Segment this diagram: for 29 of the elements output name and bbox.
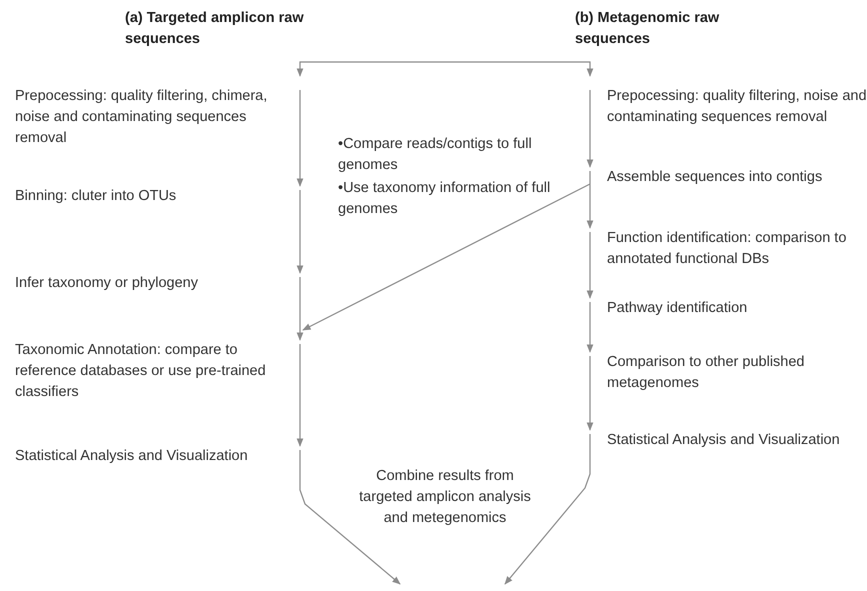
arrow [296,90,304,187]
arrow [296,190,304,274]
step-text: Combine results from targeted amplicon analysis and metegenomics [358,467,532,528]
column-heading: (b) Metagenomic raw sequences [575,9,720,50]
step-text: Assemble sequences into contigs [607,168,824,187]
step-text: Statistical Analysis and Visualization [607,431,841,450]
arrow [296,61,594,77]
step-text: Prepocessing: quality filtering, noise and contaminating sequences removal [607,87,867,128]
note-text: •Use taxonomy information of full genomes [338,179,552,220]
step-text: Prepocessing: quality filtering, chimera, noise and contaminating sequences removal [15,87,268,148]
arrow [504,434,591,585]
arrow [586,171,594,229]
column-heading: (a) Targeted amplicon raw sequences [125,9,305,50]
step-text: Binning: cluter into OTUs [15,187,178,206]
step-text: Taxonomic Annotation: compare to reference databases or use pre-trained classifiers [15,341,267,402]
arrow [302,183,590,331]
step-text: Comparison to other published metagenomes [607,353,806,394]
arrow [296,277,304,341]
step-text: Statistical Analysis and Visualization [15,447,249,466]
arrow [296,344,304,447]
arrow [299,450,401,585]
step-text: Function identification: comparison to annotated functional DBs [607,229,848,270]
arrow [586,356,594,431]
note-text: •Compare reads/contigs to full genomes [338,135,533,176]
arrow [586,90,594,168]
step-text: Infer taxonomy or phylogeny [15,274,199,293]
arrow [586,302,594,353]
step-text: Pathway identification [607,299,748,318]
arrow [586,232,594,299]
